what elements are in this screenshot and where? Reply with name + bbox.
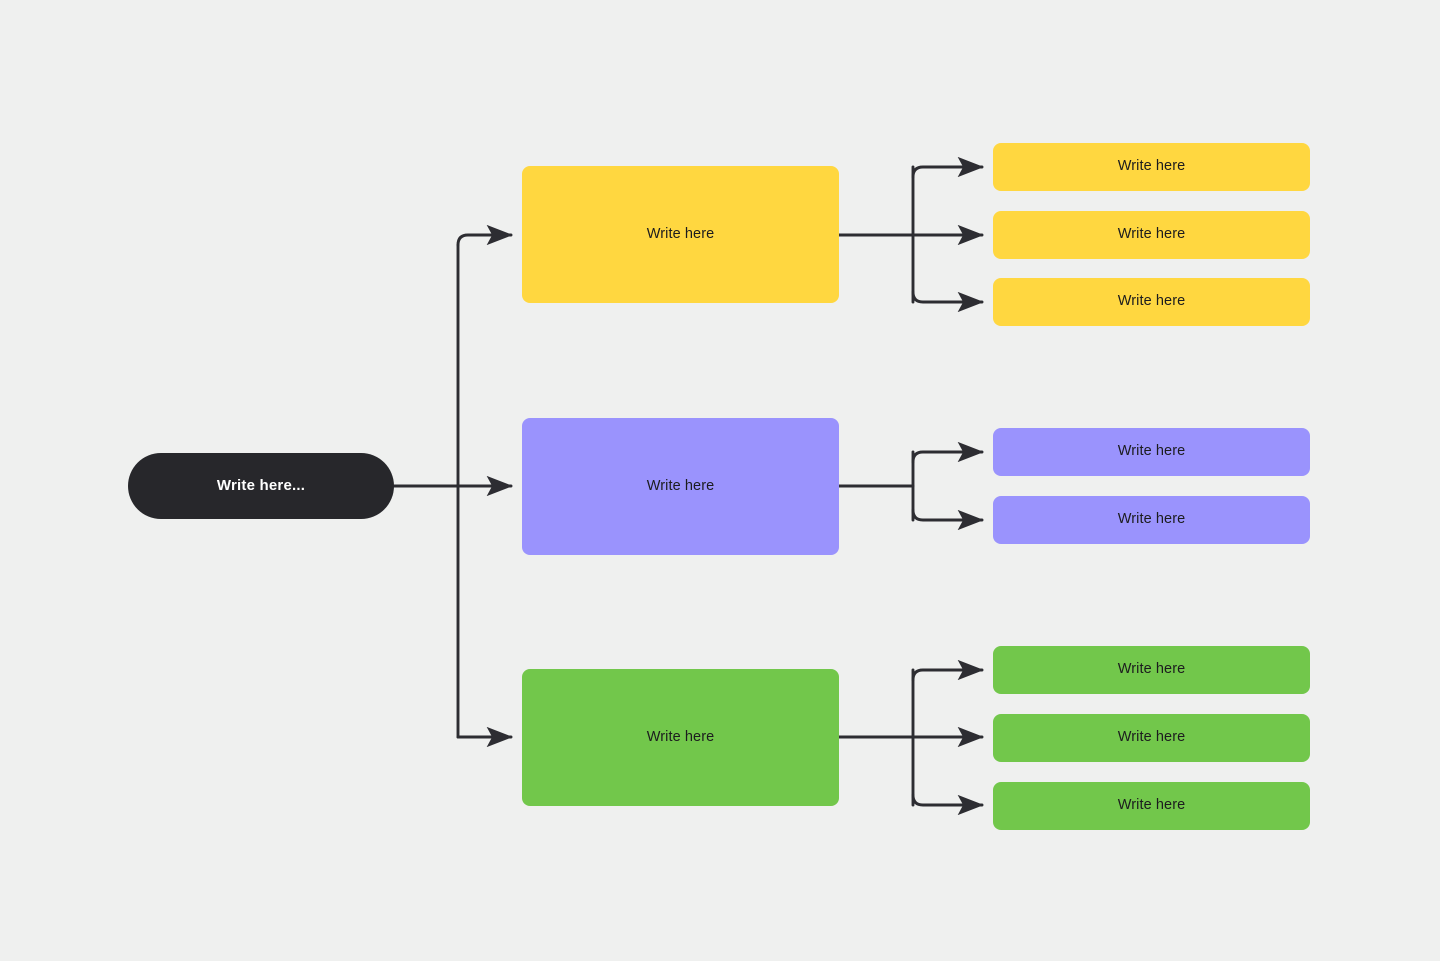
- connector-yellow-to-leaf-1: [911, 156, 984, 179]
- node-branch-purple-label: Write here: [646, 477, 715, 494]
- connector-root-to-yellow: [456, 224, 513, 247]
- node-leaf-green-2-label: Write here: [1117, 729, 1186, 746]
- node-leaf-yellow-3[interactable]: Write here: [993, 278, 1310, 326]
- node-leaf-green-1[interactable]: Write here: [993, 646, 1310, 694]
- node-leaf-purple-2-label: Write here: [1117, 511, 1186, 528]
- node-root[interactable]: Write here...: [128, 453, 394, 519]
- node-leaf-yellow-1[interactable]: Write here: [993, 143, 1310, 191]
- node-leaf-green-1-label: Write here: [1117, 661, 1186, 678]
- node-leaf-green-3-label: Write here: [1117, 797, 1186, 814]
- connector-purple-to-leaf-2: [911, 508, 984, 531]
- node-leaf-purple-1-label: Write here: [1117, 443, 1186, 460]
- connector-purple-to-leaf-1: [911, 441, 984, 464]
- node-root-label: Write here...: [216, 477, 306, 494]
- node-leaf-green-3[interactable]: Write here: [993, 782, 1310, 830]
- connector-yellow-to-leaf-3: [911, 290, 984, 313]
- node-branch-yellow[interactable]: Write here: [522, 166, 839, 303]
- node-leaf-purple-1[interactable]: Write here: [993, 428, 1310, 476]
- connector-green-to-leaf-1: [911, 659, 984, 682]
- node-leaf-green-2[interactable]: Write here: [993, 714, 1310, 762]
- node-leaf-yellow-3-label: Write here: [1117, 293, 1186, 310]
- node-leaf-yellow-2-label: Write here: [1117, 226, 1186, 243]
- node-leaf-yellow-2[interactable]: Write here: [993, 211, 1310, 259]
- connector-green-to-leaf-3: [911, 793, 984, 816]
- node-leaf-yellow-1-label: Write here: [1117, 158, 1186, 175]
- node-branch-yellow-label: Write here: [646, 225, 715, 242]
- node-branch-green[interactable]: Write here: [522, 669, 839, 806]
- node-leaf-purple-2[interactable]: Write here: [993, 496, 1310, 544]
- node-branch-purple[interactable]: Write here: [522, 418, 839, 555]
- node-branch-green-label: Write here: [646, 728, 715, 745]
